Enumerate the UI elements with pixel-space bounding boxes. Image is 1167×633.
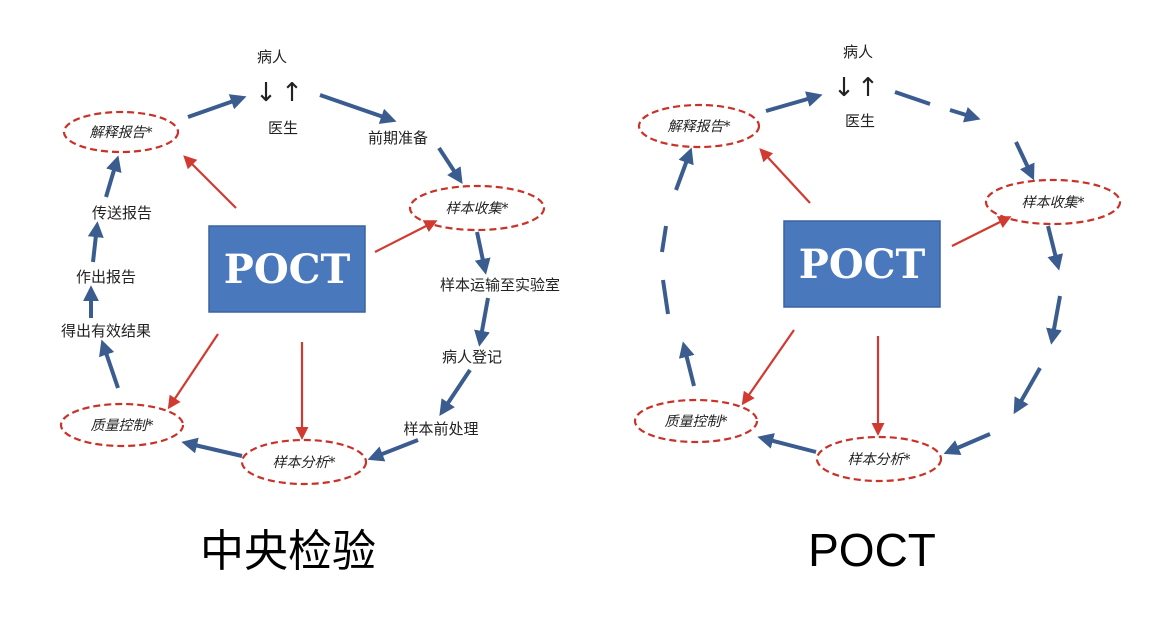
poct-poct-to-interpret [759, 148, 811, 204]
central-interpret-report-node: 解释报告* [62, 110, 180, 154]
central-doctor-label: 医生 [268, 119, 298, 137]
poct-arrow-to-collection [1014, 141, 1035, 181]
central-arrow-transport-to-registration [474, 297, 490, 347]
central-preparation-label: 前期准备 [368, 129, 428, 147]
poct-arrow-to-analysis [943, 432, 991, 455]
central-poct-to-collection [374, 220, 438, 253]
poct-interpret-report-node: 解释报告* [637, 103, 761, 149]
poct-arrow-analysis-to-qc [757, 433, 817, 454]
central-sample-analysis-label: 样本分析* [273, 455, 336, 471]
central-sample-collection-node: 样本收集* [408, 184, 546, 232]
central-arrow-collection-to-transport [474, 231, 491, 275]
poct-arrow-seg-2 [949, 107, 981, 123]
central-quality-control-label: 质量控制* [91, 418, 154, 434]
poct-arrow-interpret-to-doctor [765, 91, 823, 113]
central-interpret-report-label: 解释报告* [90, 125, 153, 141]
poct-arrow-seg-6 [678, 341, 696, 387]
poct-arrow-seg-4 [1046, 295, 1062, 345]
poct-sample-collection-node: 样本收集* [984, 178, 1122, 226]
central-registration-label: 病人登记 [442, 348, 502, 366]
central-poct-box-label: POCT [224, 246, 351, 293]
poct-arrow-seg-7 [661, 279, 670, 315]
poct-sample-analysis-node: 样本分析* [815, 435, 943, 483]
central-arrow-send-to-interpret [104, 155, 122, 198]
poct-down-arrow: ↓ [833, 73, 855, 103]
poct-poct-arrows [741, 148, 1012, 436]
central-arrow-interpret-to-doctor [187, 94, 247, 119]
poct-poct-box: POCT [783, 220, 941, 308]
central-arrow-preparation-to-collection [437, 146, 463, 185]
poct-diagram: 病人 ↓ ↑ 医生 解释报告* 样本收集* 质量控制* 样本分析* POCT [633, 43, 1122, 576]
central-quality-control-node: 质量控制* [59, 402, 185, 448]
poct-arrow-seg-3 [1046, 225, 1064, 271]
central-make-report-label: 作出报告 [76, 268, 136, 286]
poct-interpret-report-label: 解释报告* [668, 119, 731, 135]
central-poct-to-qc [167, 333, 219, 410]
central-transport-label: 样本运输至实验室 [440, 276, 560, 294]
central-caption: 中央检验 [200, 526, 376, 577]
central-down-arrow: ↓ [255, 78, 277, 108]
central-sample-analysis-node: 样本分析* [240, 438, 368, 486]
poct-patient-label: 病人 [843, 43, 873, 61]
poct-poct-box-label: POCT [799, 241, 926, 288]
central-arrow-report-to-send [87, 221, 104, 263]
central-arrow-pretreatment-to-analysis [367, 438, 419, 462]
central-arrow-qc-to-result [99, 339, 120, 389]
poct-flow-arrows [660, 90, 1064, 455]
poct-caption: POCT [808, 524, 936, 576]
poct-up-arrow: ↑ [857, 73, 879, 103]
central-poct-to-interpret [183, 155, 237, 209]
central-poct-arrows [167, 155, 438, 440]
central-patient-label: 病人 [257, 48, 287, 66]
central-send-report-label: 传送报告 [92, 204, 152, 222]
poct-sample-analysis-label: 样本分析* [848, 452, 911, 468]
poct-arrow-to-interpret [674, 147, 694, 191]
central-poct-box: POCT [208, 225, 366, 313]
poct-sample-collection-label: 样本收集* [1022, 195, 1085, 211]
poct-arrow-seg-5 [1013, 367, 1042, 415]
poct-quality-control-node: 质量控制* [633, 398, 759, 444]
central-lab-diagram: 病人 ↓ ↑ 医生 前期准备 样本运输至实验室 病人登记 样本前处理 得出有效结… [59, 48, 560, 577]
central-arrow-registration-to-pretreatment [439, 368, 472, 416]
poct-poct-to-qc [741, 329, 795, 406]
central-up-arrow: ↑ [281, 78, 303, 108]
central-sample-collection-label: 样本收集* [446, 201, 509, 217]
central-arrow-analysis-to-qc [181, 437, 243, 458]
central-arrow-doctor-to-preparation [319, 93, 397, 124]
poct-arrow-seg-1 [894, 90, 931, 106]
poct-doctor-label: 医生 [845, 112, 875, 130]
central-pretreatment-label: 样本前处理 [403, 420, 478, 438]
poct-arrow-seg-8 [660, 225, 668, 253]
central-flow-arrows [83, 93, 491, 462]
central-valid-result-label: 得出有效结果 [61, 322, 151, 340]
poct-poct-to-collection [951, 216, 1012, 247]
poct-quality-control-label: 质量控制* [665, 414, 728, 430]
